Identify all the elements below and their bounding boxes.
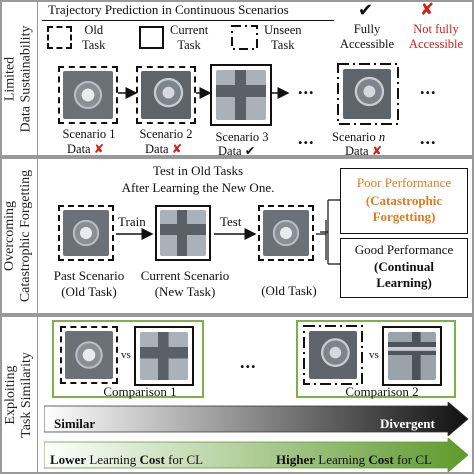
higher-word: Higher: [276, 452, 315, 467]
old-task-image: [263, 210, 309, 256]
legend-check-icon: ✔: [358, 0, 374, 21]
scenario-ellipsis-1: ...: [298, 78, 315, 98]
panel-similarity: [0, 315, 474, 474]
comparison-1-new-image: [140, 332, 188, 380]
cost-word-2: Cost: [368, 452, 394, 467]
scenario-n-image: [343, 69, 391, 119]
comparison-1-vs: vs: [121, 349, 131, 361]
good-performance-box: [340, 238, 468, 298]
scenario-n-italic: n: [378, 130, 386, 144]
panel-forgetting: [0, 157, 474, 315]
scenario-3-data: Data ✔: [218, 143, 256, 159]
comparison-ellipsis: ...: [240, 352, 257, 372]
scenario-1-label: Scenario 1: [62, 127, 116, 141]
section-forgetting: Overcoming Catastrophic Forgetting: [0, 159, 38, 313]
scenario-2-image: [141, 71, 191, 119]
legend-underline: [42, 20, 334, 21]
comparison-2-vs: vs: [369, 349, 379, 361]
legend-not-fully-accessible: Not fully Accessible: [408, 22, 464, 51]
scenario-2-data: Data ✘: [145, 141, 183, 157]
past-scenario-image: [63, 210, 109, 256]
scenario-3-data-text: Data: [218, 144, 242, 158]
comparison-2-new-box: [382, 326, 442, 386]
cross-icon: ✘: [371, 143, 383, 158]
current-scenario-box: [155, 205, 211, 261]
comparison-2-label: Comparison 2: [345, 384, 419, 399]
for-cl-1: for CL: [164, 452, 204, 467]
legend-unseen-task: Unseen Task: [264, 23, 302, 52]
scenario-n-data-text: Data: [345, 144, 369, 158]
for-cl-2: for CL: [393, 452, 432, 467]
scenario-label-ellipsis-1: ...: [298, 128, 315, 148]
result-bracket: [320, 199, 340, 265]
scenario-1-data: Data ✘: [67, 141, 105, 157]
scenario-ellipsis-2: ...: [420, 78, 437, 98]
learning-cost-gradient-arrow: [44, 438, 469, 472]
scenario-n-data: Data ✘: [345, 143, 383, 159]
poor-performance-sub: (Catastrophic Forgetting): [365, 193, 443, 224]
similarity-gradient-arrow: [44, 402, 469, 436]
legend-cross-icon: ✘: [420, 0, 435, 20]
cost-word-1: Cost: [139, 452, 165, 467]
legend-old-task: Old Task: [82, 23, 106, 52]
forgetting-header: Test in Old Tasks After Learning the New…: [121, 163, 275, 195]
comparison-2-frame: [296, 320, 456, 398]
higher-cost-label: Higher Learning Cost for CL: [276, 453, 432, 467]
legend-fully-accessible: Fully Accessible: [339, 22, 395, 51]
scenario-1-box: [58, 66, 118, 124]
comparison-1-label: Comparison 1: [103, 384, 177, 399]
learning-word-1: Learning: [86, 452, 140, 467]
scenario-arrows: [118, 87, 290, 99]
scenario-2-data-text: Data: [145, 142, 169, 156]
current-scenario-label: Current Scenario (New Task): [140, 268, 230, 299]
comparison-1-frame: [52, 320, 204, 398]
section-label-limited: Limited Data Sustainability: [2, 25, 34, 132]
cross-icon: ✘: [171, 141, 183, 156]
section-label-similarity: Exploiting Task Similarity: [2, 351, 34, 438]
divergent-label: Divergent: [380, 416, 435, 431]
comparison-2-new-image: [388, 332, 436, 380]
train-label: Train: [118, 214, 146, 229]
scenario-label-ellipsis-2: ...: [420, 128, 437, 148]
learning-word-2: Learning: [315, 452, 369, 467]
lower-cost-label: Lower Learning Cost for CL: [50, 453, 203, 467]
section-label-forgetting: Overcoming Catastrophic Forgetting: [2, 169, 34, 303]
good-performance-title: Good Performance: [354, 242, 454, 257]
poor-performance-box: [340, 168, 468, 234]
scenario-n-label: Scenario n: [332, 130, 385, 144]
past-scenario-label: Past Scenario (Old Task): [53, 268, 125, 299]
current-scenario-image: [160, 210, 206, 256]
section-similarity: Exploiting Task Similarity: [0, 317, 38, 472]
past-scenario-box: [58, 205, 114, 261]
test-label: Test: [220, 214, 242, 229]
cross-icon: ✘: [93, 141, 105, 156]
comparison-2-unseen-box: [303, 325, 363, 385]
comparison-1-old-image: [65, 331, 113, 379]
old-task-box: [258, 205, 314, 261]
comparison-2-unseen-image: [309, 331, 357, 379]
forgetting-arrows: [116, 220, 327, 260]
comparison-1-old-box: [60, 326, 118, 384]
scenario-3-label: Scenario 3: [215, 130, 269, 144]
legend-current-task-box: [139, 26, 164, 49]
scenario-1-data-text: Data: [67, 142, 91, 156]
lower-word: Lower: [50, 452, 87, 467]
section-limited-data: Limited Data Sustainability: [0, 2, 38, 155]
comparison-1-new-box: [134, 326, 194, 386]
scenario-n-box: [337, 63, 399, 125]
legend-title: Trajectory Prediction in Continuous Scen…: [48, 2, 289, 17]
legend-current-task: Current Task: [170, 23, 209, 52]
poor-performance-title: Poor Performance: [356, 175, 452, 190]
scenario-3-image: [216, 70, 266, 120]
scenario-1-image: [63, 71, 113, 119]
check-icon: ✔: [244, 143, 256, 158]
old-task-label: (Old Task): [261, 283, 317, 298]
similar-label: Similar: [54, 416, 96, 431]
scenario-2-label: Scenario 2: [139, 127, 193, 141]
scenario-n-prefix: Scenario: [332, 130, 379, 144]
good-performance-sub: (Continual Learning): [374, 259, 434, 290]
panel-limited-data: [0, 0, 474, 157]
legend-unseen-task-box: [231, 25, 258, 50]
legend-old-task-box: [47, 26, 72, 49]
